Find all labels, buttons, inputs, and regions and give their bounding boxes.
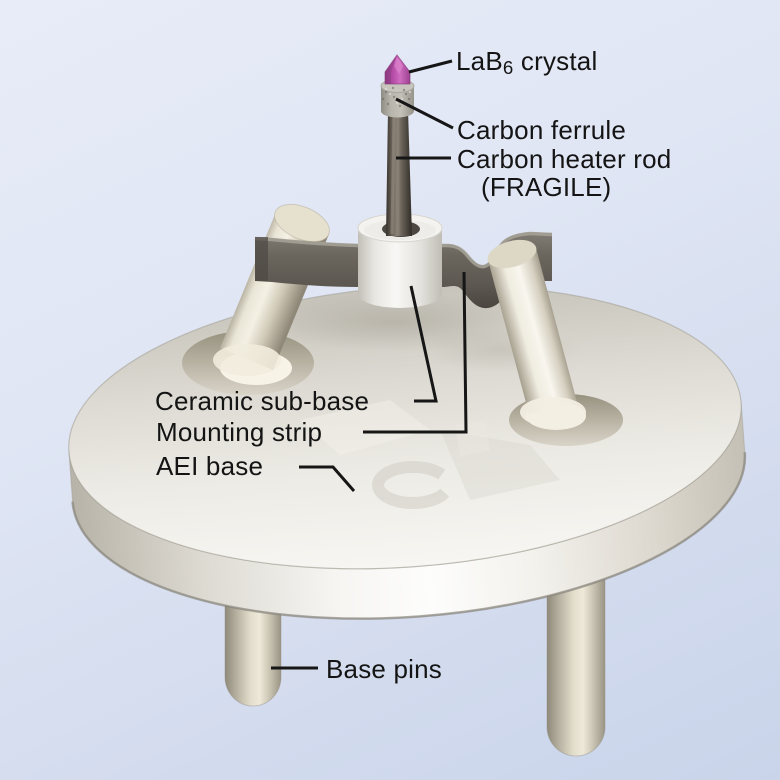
- label-carbon-ferrule: Carbon ferrule: [457, 115, 626, 145]
- carbon-heater-rod: [386, 110, 412, 236]
- leader-ceramic-sub-base: [409, 285, 438, 403]
- leader-lab6-crystal: [408, 59, 453, 74]
- disc-rim-bottom-edge: [71, 452, 747, 620]
- label-base-pins: Base pins: [326, 654, 442, 684]
- leader-aei-base: [299, 465, 356, 492]
- disc-surface-reflections: [260, 292, 580, 509]
- ghost-ring: [372, 460, 450, 509]
- label-fragile: (FRAGILE): [481, 172, 612, 202]
- base-pin-right: [546, 569, 606, 757]
- lab6-crystal: [384, 54, 411, 85]
- leader-mounting-strip: [363, 271, 468, 434]
- leader-carbon-ferrule: [395, 97, 454, 130]
- label-lab6-subscript: 6: [502, 57, 514, 79]
- label-mounting-strip: Mounting strip: [156, 417, 323, 447]
- label-ceramic-sub-base: Ceramic sub-base: [155, 386, 370, 416]
- label-lab6-suffix: crystal: [513, 46, 598, 76]
- label-lab6-crystal: LaB6 crystal: [456, 48, 597, 81]
- label-aei-base: AEI base: [156, 451, 264, 481]
- support-post-right: [487, 239, 586, 427]
- label-carbon-heater-rod: Carbon heater rod: [457, 144, 672, 174]
- label-lab6-prefix: LaB: [456, 46, 503, 76]
